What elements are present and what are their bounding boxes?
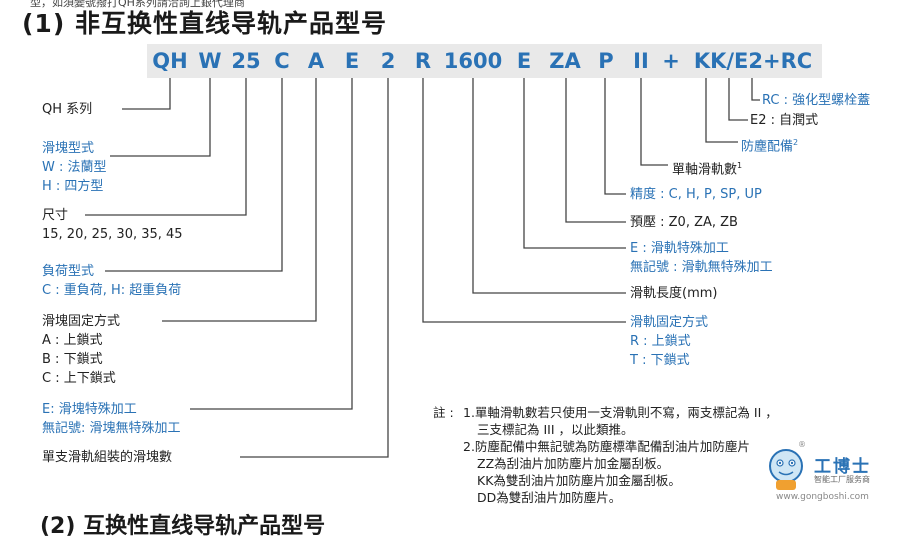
leader-block-mount xyxy=(162,78,317,322)
code-seg-rails: II xyxy=(633,49,649,73)
label-block-mount-c: C : 上下鎖式 xyxy=(42,371,116,386)
leader-lines xyxy=(85,78,760,458)
label-block-mount-a: A : 上鎖式 xyxy=(42,333,103,348)
code-seg-block-type: W xyxy=(198,49,222,73)
label-size-title: 尺寸 xyxy=(42,208,69,223)
leader-rc xyxy=(751,78,760,101)
code-seg-rail-length: 1600 xyxy=(443,49,503,73)
leader-series xyxy=(122,78,171,110)
note-2-line-4: DD為雙刮油片加防塵片。 xyxy=(477,490,622,505)
leader-load xyxy=(105,78,283,272)
note-2-line-3: KK為雙刮油片加防塵片加金屬刮板。 xyxy=(477,473,681,488)
label-rail-special-e: E : 滑軌特殊加工 xyxy=(630,241,729,256)
leader-block-count xyxy=(240,78,389,458)
label-rail-mount-title: 滑軌固定方式 xyxy=(630,315,709,330)
leader-dust xyxy=(705,78,738,143)
code-seg-size: 25 xyxy=(231,49,261,73)
leader-rail-mount xyxy=(422,78,626,323)
leader-rail-special xyxy=(523,78,626,249)
label-block-mount-b: B : 下鎖式 xyxy=(42,352,103,367)
code-seg-rail-mount: R xyxy=(414,49,432,73)
leader-block-type xyxy=(110,78,211,157)
leader-block-special xyxy=(190,78,353,410)
label-rail-mount-t: T : 下鎖式 xyxy=(630,353,690,368)
code-seg-block-mount: A xyxy=(307,49,325,73)
label-dust: 防塵配備2 xyxy=(741,138,799,155)
label-size-values: 15, 20, 25, 30, 35, 45 xyxy=(42,227,183,242)
code-seg-preload: ZA xyxy=(549,49,581,73)
label-rail-length: 滑軌長度(mm) xyxy=(630,286,718,301)
label-block-special-none: 無記號: 滑塊無特殊加工 xyxy=(42,421,181,436)
mascot-icon xyxy=(769,449,803,490)
leader-rails xyxy=(640,78,668,166)
leader-e2 xyxy=(728,78,748,121)
label-rails-per-axis: 單軸滑軌數1 xyxy=(672,161,743,178)
label-load-values: C : 重負荷, H: 超重負荷 xyxy=(42,283,182,298)
code-seg-block-special: E xyxy=(344,49,360,73)
note-2-line-1: 2.防塵配備中無記號為防塵標準配備刮油片加防塵片 xyxy=(463,439,750,454)
watermark-logo: ® 工博士 智能工厂服务商 www.gongboshi.com xyxy=(762,440,896,508)
label-block-special-e: E: 滑塊特殊加工 xyxy=(42,402,137,417)
watermark-url: www.gongboshi.com xyxy=(776,492,869,502)
label-rc: RC : 強化型螺栓蓋 xyxy=(762,93,871,108)
note-1-line-1: 1.單軸滑軌數若只使用一支滑軌則不寫，兩支標記為 II ， xyxy=(463,405,778,420)
code-seg-precision: P xyxy=(598,49,614,73)
code-seg-series: QH xyxy=(152,49,188,73)
label-block-type-title: 滑塊型式 xyxy=(42,141,95,156)
code-seg-rail-special: E xyxy=(516,49,532,73)
note-2-line-2: ZZ為刮油片加防塵片加金屬刮板。 xyxy=(477,456,670,471)
code-seg-block-count: 2 xyxy=(380,49,396,73)
leader-size xyxy=(85,78,247,216)
label-precision: 精度 : C, H, P, SP, UP xyxy=(630,187,762,202)
code-seg-load: C xyxy=(274,49,290,73)
leader-rail-length xyxy=(472,78,626,294)
watermark-brand: 工博士 xyxy=(814,457,871,477)
label-rail-special-none: 無記號 : 滑軌無特殊加工 xyxy=(630,260,773,275)
label-preload: 預壓 : Z0, ZA, ZB xyxy=(630,215,738,230)
next-section-title: (2) 互换性直线导轨产品型号 xyxy=(40,514,326,539)
note-1-line-2: 三支標記為 III ，以此類推。 xyxy=(477,422,634,437)
leader-precision xyxy=(604,78,626,195)
label-block-type-w: W : 法蘭型 xyxy=(42,160,107,175)
watermark-tagline: 智能工厂服务商 xyxy=(814,475,870,484)
model-code-bar xyxy=(147,44,822,78)
notes-label: 註 : xyxy=(433,405,454,420)
label-block-type-h: H : 四方型 xyxy=(42,179,104,194)
section-title: (1) 非互换性直线导轨产品型号 xyxy=(22,9,387,38)
label-rail-mount-r: R : 上鎖式 xyxy=(630,334,691,349)
registered-mark: ® xyxy=(798,440,806,449)
label-series: QH 系列 xyxy=(42,102,93,117)
code-seg-dust: KK/E2+RC xyxy=(693,49,813,73)
cut-off-text: 型，如須變號撥打QH系列請洽詢上銀代理商 xyxy=(30,0,245,9)
label-blocks-per-rail: 單支滑軌組裝的滑塊數 xyxy=(42,450,173,465)
label-load-title: 負荷型式 xyxy=(42,264,95,279)
leader-preload xyxy=(565,78,626,223)
label-e2: E2 : 自潤式 xyxy=(750,113,819,128)
code-seg-plus: + xyxy=(662,49,680,73)
label-block-mount-title: 滑塊固定方式 xyxy=(42,314,121,329)
